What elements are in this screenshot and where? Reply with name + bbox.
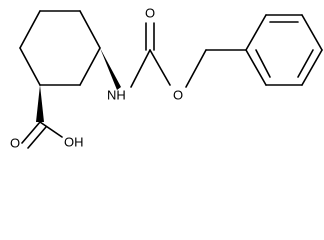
benzene-inner-bond-3 bbox=[255, 49, 271, 78]
benzene-bond-6 bbox=[245, 49, 267, 86]
acid-double-bond-b bbox=[27, 126, 47, 149]
benzene-ring bbox=[245, 14, 323, 86]
bond-ester-o-ch2 bbox=[185, 49, 207, 88]
benzene-bond-3 bbox=[301, 14, 323, 51]
bond-carbonyl-ester-o bbox=[149, 49, 171, 86]
benzene-inner-bond-2 bbox=[297, 49, 314, 78]
ring-bond-6 bbox=[19, 10, 41, 49]
wedge-bond-to-carboxyl bbox=[36, 85, 44, 122]
atom-label-oh: OH bbox=[64, 135, 84, 150]
cyclohexane-ring bbox=[19, 10, 101, 86]
ring-bond-5 bbox=[19, 47, 41, 86]
atom-label-acid-o: O bbox=[10, 136, 20, 151]
atom-label-ester-o: O bbox=[173, 88, 183, 103]
ring-bond-2 bbox=[79, 10, 101, 49]
ring-bond-3 bbox=[79, 47, 101, 86]
atom-label-carbonyl-o: O bbox=[145, 6, 155, 21]
wedge-bond-to-nh bbox=[100, 48, 121, 90]
atom-label-nh: NH bbox=[107, 88, 126, 103]
bond-carboxyl-oh bbox=[39, 121, 63, 138]
benzene-bond-4 bbox=[301, 49, 323, 86]
chemical-structure-diagram: NH O O O OH bbox=[10, 6, 323, 151]
benzene-bond-1 bbox=[245, 14, 267, 51]
bond-nh-carbonyl bbox=[130, 49, 151, 88]
acid-double-bond-a bbox=[21, 121, 41, 144]
